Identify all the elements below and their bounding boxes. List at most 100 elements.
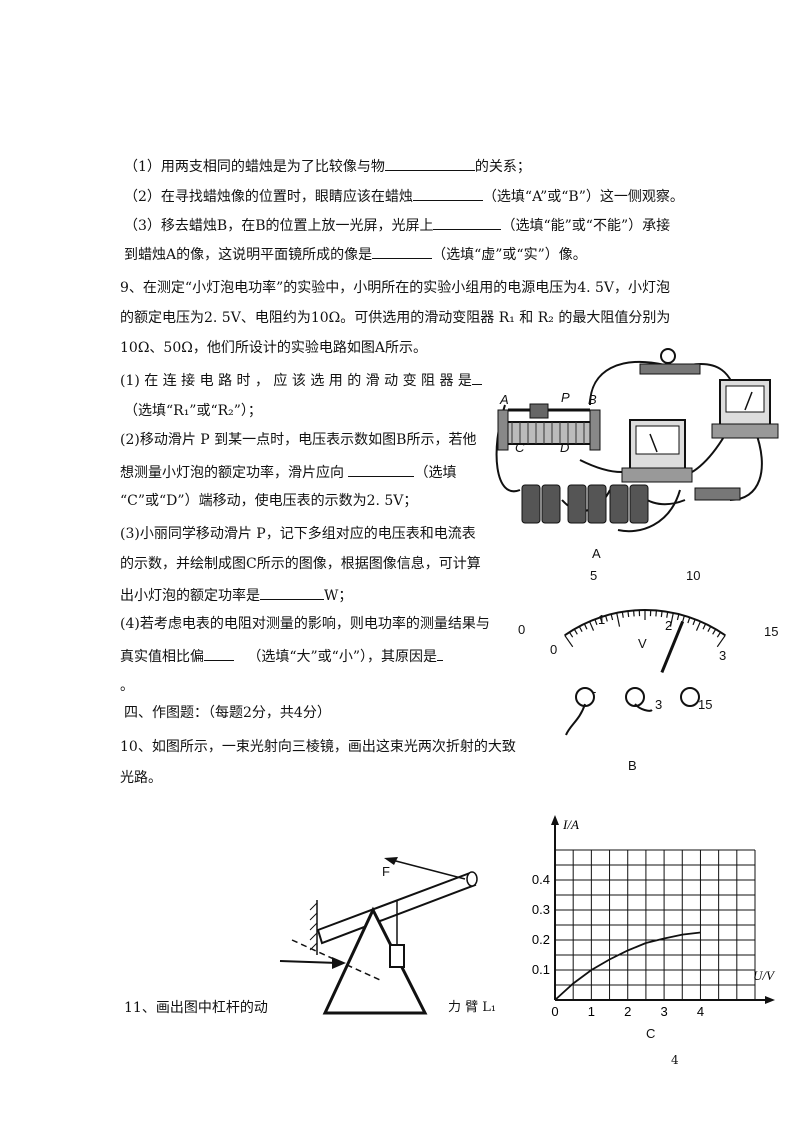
q9-sub2: (2)移动滑片 P 到某一点时，电压表示数如图B所示，若他 bbox=[120, 432, 477, 448]
dial-upper-tick-label: 0 bbox=[518, 622, 526, 637]
dial-tick bbox=[702, 623, 707, 630]
x-tick-label: 4 bbox=[697, 1004, 704, 1019]
terminal-wire bbox=[634, 703, 653, 712]
voltmeter-dial bbox=[564, 609, 726, 736]
dial-needle bbox=[660, 620, 685, 673]
q9-sub4: (4)若考虑电表的电阻对测量的影响，则电功率的测量结果与 bbox=[120, 616, 490, 632]
q9-sub3-b: 的示数，并绘制成图C所示的图像，根据图像信息，可计算 bbox=[120, 556, 481, 572]
x-axis-arrow bbox=[765, 996, 775, 1004]
x-tick-label: 0 bbox=[551, 1004, 558, 1019]
dial-tick bbox=[695, 621, 702, 631]
dial-tick bbox=[627, 610, 630, 618]
dial-tick bbox=[564, 634, 574, 648]
rheostat-terminal-a: A bbox=[500, 392, 509, 407]
dial-tick bbox=[605, 615, 608, 622]
circuit-figure-a bbox=[495, 348, 779, 533]
page-number: 4 bbox=[671, 1053, 679, 1067]
dial-tick bbox=[676, 614, 680, 621]
dial-tick bbox=[687, 617, 691, 624]
answer-blank[interactable] bbox=[437, 645, 443, 661]
x-tick-label: 3 bbox=[660, 1004, 667, 1019]
q9-sub3: (3)小丽同学移动滑片 P，记下多组对应的电压表和电流表 bbox=[120, 526, 476, 542]
dial-tick bbox=[716, 634, 726, 648]
y-tick-label: 0.3 bbox=[532, 902, 550, 917]
q8-part2: （2）在寻找蜡烛像的位置时，眼睛应该在蜡烛（选填“A”或“B”）这一侧观察。 bbox=[124, 185, 684, 207]
dial-tick bbox=[594, 619, 598, 626]
iu-graph: 0 1 2 3 4 0.1 0.2 0.3 0.4 I/A U/V bbox=[532, 815, 776, 1019]
dial-tick bbox=[573, 628, 578, 635]
dial-tick bbox=[692, 619, 696, 626]
terminal-post bbox=[680, 687, 700, 707]
rheostat-terminal-c: C bbox=[515, 440, 525, 455]
q9-sub4-c: 。 bbox=[120, 678, 134, 694]
lever-prism-figure bbox=[279, 857, 478, 1015]
dial-tick bbox=[669, 612, 674, 627]
dial-tick bbox=[610, 614, 614, 621]
answer-blank[interactable] bbox=[433, 214, 502, 230]
answer-blank[interactable] bbox=[348, 461, 415, 477]
dial-lower-tick-label: 2 bbox=[665, 618, 673, 633]
dial-lower-tick-label: 0 bbox=[550, 642, 558, 657]
dial-upper-tick-label: 15 bbox=[764, 624, 779, 639]
y-axis-arrow bbox=[551, 815, 559, 825]
x-tick-label: 2 bbox=[624, 1004, 631, 1019]
dial-tick bbox=[660, 610, 663, 618]
terminal-label: 15 bbox=[698, 697, 713, 712]
dial-tick bbox=[578, 626, 583, 632]
x-tick-label: 1 bbox=[588, 1004, 595, 1019]
y-axis-label: I/A bbox=[562, 817, 579, 832]
dial-tick bbox=[616, 612, 621, 627]
q9-sub1-b: （选填“R₁”或“R₂”）； bbox=[124, 403, 262, 419]
q11-text-b: 力 臂 L₁ bbox=[448, 1000, 497, 1015]
dial-upper-tick-label: 10 bbox=[686, 568, 701, 583]
dial-tick bbox=[599, 617, 603, 624]
rheostat-terminal-d: D bbox=[560, 440, 570, 455]
q9-intro-line1: 9、在测定“小灯泡电功率”的实验中，小明所在的实验小组用的电源电压为4. 5V，… bbox=[120, 280, 671, 296]
q10-line1: 10、如图所示，一束光射向三棱镜，画出这束光两次折射的大致 bbox=[120, 739, 516, 755]
q9-intro-line2: 的额定电压为2. 5V、电阻约为10Ω。可供选用的滑动变阻器 R₁ 和 R₂ 的… bbox=[120, 310, 671, 326]
answer-blank[interactable] bbox=[260, 584, 324, 600]
x-axis-label: U/V bbox=[753, 968, 776, 983]
dial-tick bbox=[712, 628, 717, 635]
answer-blank[interactable] bbox=[471, 369, 482, 385]
dial-tick bbox=[707, 626, 712, 632]
dial-tick bbox=[716, 631, 722, 638]
rheostat-terminal-b: B bbox=[588, 392, 597, 407]
terminal-wire bbox=[565, 703, 586, 736]
dial-tick bbox=[568, 631, 574, 638]
rheostat-slider-p: P bbox=[561, 390, 570, 405]
y-tick-label: 0.2 bbox=[532, 932, 550, 947]
answer-blank[interactable] bbox=[412, 185, 483, 201]
dial-lower-tick-label: 1 bbox=[598, 612, 606, 627]
dial-upper-tick-label: 5 bbox=[590, 568, 598, 583]
q8-part4: 到蜡烛A的像，这说明平面镜所成的像是（选填“虚”或“实”）像。 bbox=[124, 243, 587, 265]
q9-intro-line3: 10Ω、50Ω，他们所设计的实验电路如图A所示。 bbox=[120, 340, 427, 356]
force-label: F bbox=[382, 864, 390, 879]
q9-sub4-b: 真实值相比偏 （选填“大”或“小”），其原因是 bbox=[120, 645, 443, 667]
chart-title: C bbox=[646, 1026, 656, 1041]
q9-sub2-c: “C”或“D”）端移动，使电压表的示数为2. 5V； bbox=[120, 493, 418, 509]
iu-curve bbox=[554, 931, 701, 1001]
figure-b-caption: B bbox=[628, 758, 637, 773]
dial-lower-tick-label: 3 bbox=[719, 648, 727, 663]
answer-blank[interactable] bbox=[384, 155, 475, 171]
dial-tick bbox=[682, 615, 685, 622]
section-heading: 四、作图题：（每题2分，共4分） bbox=[124, 705, 331, 721]
answer-blank[interactable] bbox=[204, 645, 234, 661]
q10-line2: 光路。 bbox=[120, 770, 162, 786]
dial-unit: V bbox=[638, 636, 647, 651]
y-tick-label: 0.4 bbox=[532, 872, 550, 887]
q9-sub1: (1) 在 连 接 电 路 时 ， 应 该 选 用 的 滑 动 变 阻 器 是 bbox=[120, 369, 482, 391]
q9-sub2-b: 想测量小灯泡的额定功率，滑片应向 （选填 bbox=[120, 461, 456, 483]
q8-part3: （3）移去蜡烛B，在B的位置上放一光屏，光屏上（选填“能”或“不能”）承接 bbox=[124, 214, 670, 236]
answer-blank[interactable] bbox=[372, 243, 433, 259]
dial-tick bbox=[621, 611, 624, 618]
q11-text-a: 11、画出图中杠杆的动 bbox=[124, 1000, 268, 1016]
terminal-post bbox=[625, 687, 645, 707]
terminal-label: 3 bbox=[655, 697, 663, 712]
dial-arc bbox=[564, 609, 726, 637]
q8-part1: （1）用两支相同的蜡烛是为了比较像与物的关系； bbox=[124, 155, 531, 177]
y-tick-label: 0.1 bbox=[532, 962, 550, 977]
dial-tick bbox=[666, 611, 669, 618]
